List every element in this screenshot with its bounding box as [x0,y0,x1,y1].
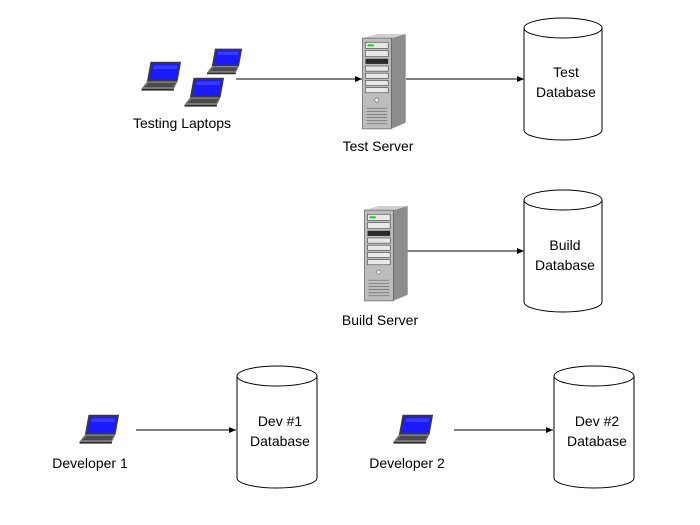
build-server-node[interactable]: Build Server [342,206,419,328]
developer-2-label: Developer 2 [369,455,445,471]
build-database-node[interactable]: Build Database [523,189,603,313]
dev2-database-node[interactable]: Dev #2 Database [553,365,635,489]
test-database-node[interactable]: Test Database [523,17,603,141]
test-database-label-line1: Test [553,64,579,80]
server-icon [363,206,409,302]
dev1-database-label-line1: Dev #1 [258,413,303,429]
dev1-database-node[interactable]: Dev #1 Database [236,365,318,489]
laptop-icon [141,61,182,91]
database-cylinder-icon [523,17,603,141]
laptop-icon [79,414,120,444]
developer-1-label: Developer 1 [52,455,128,471]
testing-laptops-label: Testing Laptops [133,115,231,131]
test-server-node[interactable]: Test Server [343,34,414,154]
dev2-database-label-line2: Database [567,433,627,449]
database-cylinder-icon [523,189,603,313]
build-database-label-line1: Build [549,237,580,253]
build-database-label-line2: Database [535,257,595,273]
dev2-database-label-line1: Dev #2 [575,413,620,429]
developer-1-node[interactable]: Developer 1 [52,414,128,471]
testing-laptops-node[interactable]: Testing Laptops [133,48,243,131]
server-icon [361,34,407,130]
laptop-icon [184,77,225,107]
developer-2-node[interactable]: Developer 2 [369,414,445,471]
laptop-icon [393,414,434,444]
database-cylinder-icon [236,365,318,489]
dev1-database-label-line2: Database [250,433,310,449]
laptop-icon [207,48,243,75]
test-server-label: Test Server [343,138,414,154]
test-database-label-line2: Database [536,84,596,100]
build-server-label: Build Server [342,312,419,328]
database-cylinder-icon [553,365,635,489]
